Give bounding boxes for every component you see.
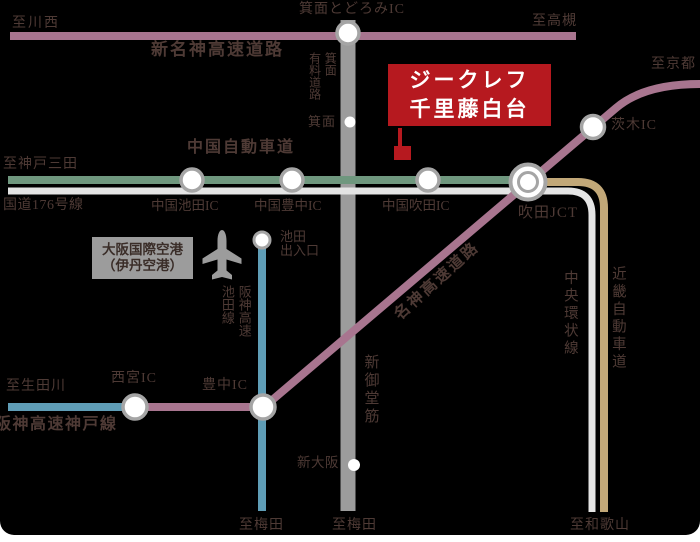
label-to-kyoto: 至京都 [651, 57, 696, 72]
label-toyonaka-ic: 豊中IC [202, 378, 248, 393]
node-suita-jct-inner [517, 171, 539, 193]
node-chugoku-suita-ic [415, 167, 441, 193]
road-meishin-expressway [133, 80, 700, 411]
airplane-icon [202, 230, 242, 280]
property-name-line1: ジークレフ [409, 67, 530, 92]
label-chugoku-expressway: 中国自動車道 [187, 139, 296, 156]
dot-minoh [344, 116, 356, 128]
node-chugoku-toyonaka-ic [279, 167, 305, 193]
label-shin-midosuji: 新御堂筋 [362, 354, 379, 426]
node-toyonaka-ic [249, 393, 277, 421]
label-minoh-toll-road: 箕面 有料道路 [307, 52, 338, 100]
label-to-wakayama: 至和歌山 [570, 518, 630, 533]
label-kinki-expressway: 近畿自動車道 [609, 266, 626, 371]
road-route176-chuo-kanjo [8, 187, 596, 512]
label-to-kawanishi: 至川西 [12, 16, 60, 31]
osaka-airport-box: 大阪国際空港 （伊丹空港） [92, 237, 193, 279]
label-chugoku-suita-ic: 中国吹田IC [382, 198, 450, 213]
dot-shin-osaka [348, 459, 360, 471]
label-chuo-kanjo: 中央環状線 [561, 270, 578, 358]
label-ibaraki-ic: 茨木IC [611, 118, 657, 133]
property-marker-square [394, 146, 411, 160]
label-route-176: 国道176号線 [3, 198, 84, 213]
node-chugoku-ikeda-ic [179, 167, 205, 193]
label-shin-meishin-expressway: 新名神高速道路 [151, 40, 284, 59]
label-to-kobe-sanda: 至神戸三田 [3, 157, 78, 172]
node-ikeda-exit [252, 230, 272, 250]
osaka-airport-label: 大阪国際空港 （伊丹空港） [102, 241, 183, 273]
node-minoh-todoromi-ic [335, 20, 361, 46]
label-nishinomiya-ic: 西宮IC [111, 371, 157, 386]
label-to-ikutagawa: 至生田川 [6, 379, 66, 394]
node-nishinomiya-ic [121, 393, 149, 421]
label-chugoku-ikeda-ic: 中国池田IC [151, 198, 219, 213]
label-minoh: 箕面 [308, 114, 337, 129]
label-minoh-todoromi-ic: 箕面とどろみIC [299, 2, 405, 17]
road-kinki-expressway [540, 178, 608, 512]
label-suita-jct: 吹田JCT [518, 205, 579, 221]
label-chugoku-toyonaka-ic: 中国豊中IC [254, 198, 322, 213]
node-ibaraki-ic [579, 113, 607, 141]
label-hanshin-ikeda-line: 阪神高速 池田線 [219, 285, 252, 337]
label-ikeda-exit: 池田 出入口 [280, 229, 320, 259]
label-shin-osaka: 新大阪 [297, 455, 339, 470]
label-to-umeda-hanshin: 至梅田 [239, 518, 284, 533]
property-name-line2: 千里藤白台 [409, 97, 530, 121]
label-to-takatsuki: 至高槻 [532, 14, 577, 29]
label-hanshin-kobe-line: 阪神高速神戸線 [0, 416, 118, 433]
label-to-umeda-midosuji: 至梅田 [332, 518, 377, 533]
property-name-box: ジークレフ 千里藤白台 [388, 64, 551, 126]
